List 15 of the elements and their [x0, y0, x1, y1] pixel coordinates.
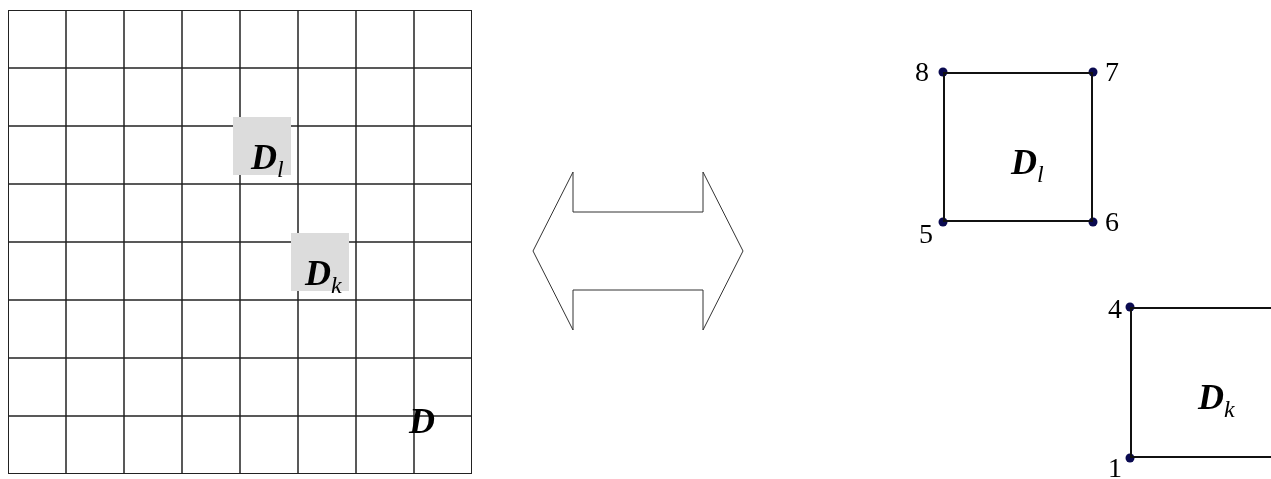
vertex-number: 7	[1105, 58, 1119, 86]
math-label: D$_{l}$	[251, 139, 284, 182]
grid-square	[8, 10, 472, 474]
vertex-number: 4	[1108, 295, 1122, 323]
square-element	[943, 72, 1093, 222]
math-label: D$_{k}$	[1198, 379, 1235, 422]
vertex-number: 1	[1108, 454, 1122, 479]
square-element	[1130, 307, 1271, 458]
vertex-number: 6	[1105, 208, 1119, 236]
math-label: D$_{k}$	[305, 255, 342, 298]
vertex-number: 5	[919, 220, 933, 248]
shaded-cell	[291, 233, 349, 291]
math-label: D$_{l}$	[1011, 144, 1044, 187]
shaded-cell	[233, 117, 291, 175]
vertex-number: 8	[915, 58, 929, 86]
